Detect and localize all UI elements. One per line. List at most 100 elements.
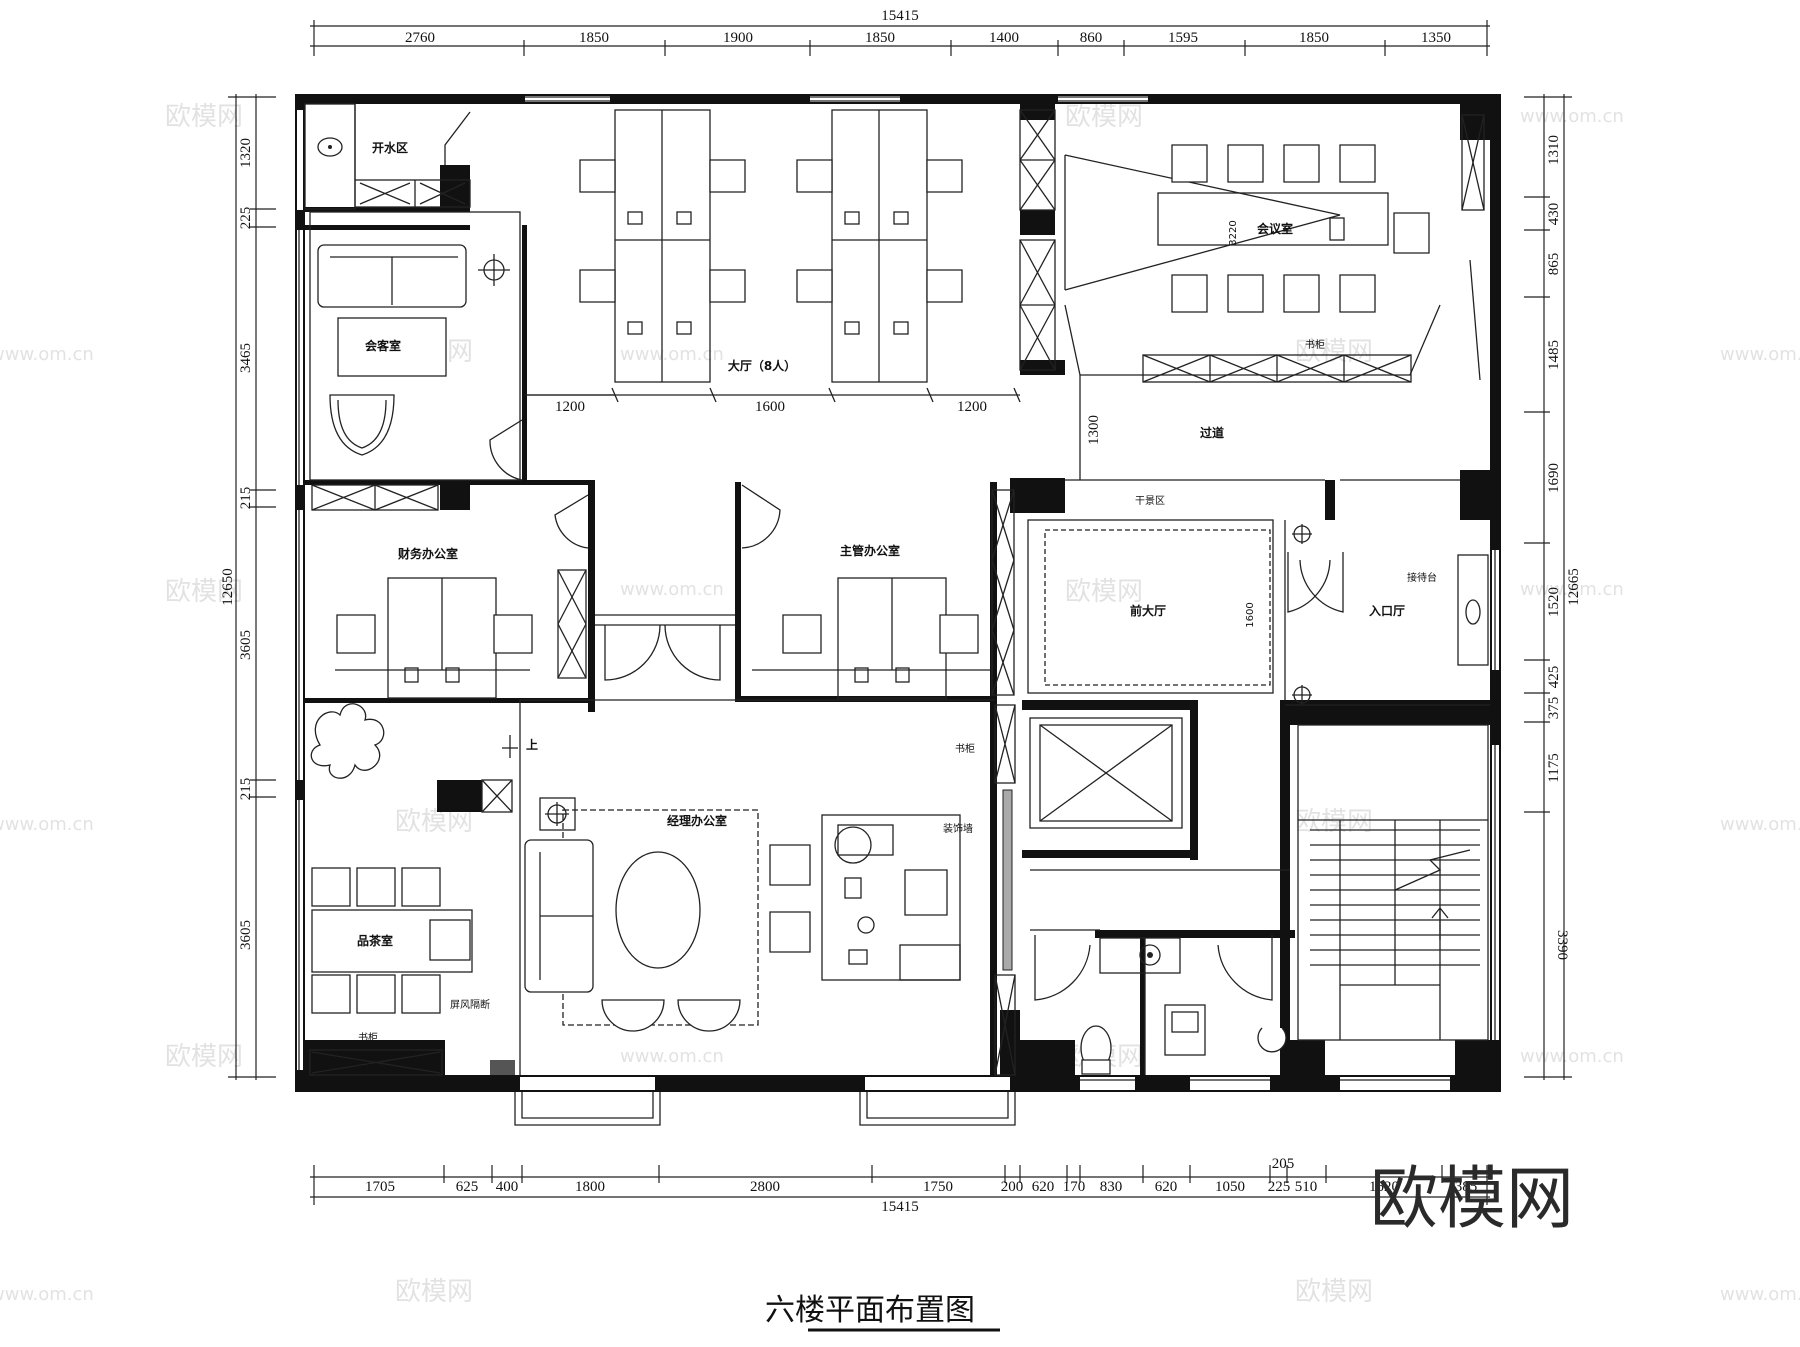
dim-right: 865 bbox=[1546, 253, 1562, 276]
display-cabinet-label: 书柜 bbox=[1305, 338, 1325, 351]
room-label-hall: 大厅（8人） bbox=[728, 358, 796, 373]
dim-hall-mid: 1600 bbox=[755, 399, 785, 415]
watermark-layer: 欧模网 欧模网 欧模网 欧模网 欧模网 欧模网 欧模网 欧模网 欧模网 欧模网 … bbox=[0, 102, 1800, 1307]
dim-bottom: 385 bbox=[1455, 1179, 1478, 1195]
dimension-labels: 15415 2760 1850 1900 1850 1400 860 1595 … bbox=[220, 8, 1582, 1215]
dim-bottom: 1800 bbox=[575, 1179, 605, 1195]
dim-top: 2760 bbox=[405, 30, 435, 46]
goods-cabinet-label: 书柜 bbox=[358, 1031, 378, 1044]
watermark: 欧模网 bbox=[1295, 1277, 1373, 1307]
center-door bbox=[604, 624, 721, 681]
meeting-room: 会议室 3220 书柜 bbox=[1064, 114, 1485, 383]
watermark: 欧模网 bbox=[165, 102, 243, 132]
decor-wall-label: 装饰墙 bbox=[943, 822, 973, 835]
watermark: 欧模网 bbox=[1295, 807, 1373, 837]
dry-scene-label: 干景区 bbox=[1135, 495, 1165, 507]
dim-top-total: 15415 bbox=[881, 8, 919, 24]
dim-right: 1690 bbox=[1546, 463, 1562, 493]
watermark-url: www.om.cn bbox=[0, 1284, 94, 1305]
room-label-corridor: 过道 bbox=[1200, 425, 1224, 440]
dim-bottom: 830 bbox=[1100, 1179, 1123, 1195]
water-area: 开水区 bbox=[304, 103, 471, 210]
dim-corridor: 1300 bbox=[1086, 415, 1102, 445]
dim-top: 1400 bbox=[989, 30, 1019, 46]
room-label-reception: 会客室 bbox=[365, 338, 401, 353]
screen-label: 屏风隔断 bbox=[450, 998, 490, 1011]
dim-bottom: 1705 bbox=[365, 1179, 395, 1195]
supervisor-office: 主管办公室 bbox=[741, 484, 1015, 699]
stairs bbox=[1297, 724, 1489, 1041]
dim-right: 1520 bbox=[1546, 587, 1562, 617]
dim-right-total: 12665 bbox=[1566, 568, 1582, 606]
reception-room: 会客室 bbox=[309, 211, 523, 481]
dim-right: 3390 bbox=[1554, 930, 1570, 960]
dim-left: 215 bbox=[238, 487, 254, 510]
finance-office: 财务办公室 bbox=[311, 484, 589, 699]
cabinet-column bbox=[1019, 109, 1056, 371]
dim-bottom: 620 bbox=[1155, 1179, 1178, 1195]
dim-right: 375 bbox=[1546, 697, 1562, 720]
dim-bottom: 1520 bbox=[1369, 1179, 1399, 1195]
dim-top: 860 bbox=[1080, 30, 1103, 46]
watermark-url: www.om.cn bbox=[1520, 1046, 1624, 1067]
dim-left-total: 12650 bbox=[220, 568, 236, 606]
dim-bottom-total: 15415 bbox=[881, 1199, 919, 1215]
dim-bottom-extra: 205 bbox=[1272, 1156, 1295, 1172]
dim-right: 1310 bbox=[1546, 135, 1562, 165]
bookcase-label: 书柜 bbox=[955, 742, 975, 755]
room-label-front-hall: 前大厅 bbox=[1130, 603, 1166, 618]
watermark-url: www.om.cn bbox=[1520, 106, 1624, 127]
dim-hall-right: 1200 bbox=[957, 399, 987, 415]
dim-left: 1320 bbox=[238, 138, 254, 168]
dim-left: 3465 bbox=[238, 343, 254, 373]
tea-room: 上 品茶室 屏风隔断 书柜 bbox=[309, 703, 538, 1076]
dim-top: 1850 bbox=[579, 30, 609, 46]
dim-bottom: 620 bbox=[1032, 1179, 1055, 1195]
watermark-url: www.om.cn bbox=[1720, 814, 1800, 835]
dim-top: 1850 bbox=[865, 30, 895, 46]
dim-top: 1900 bbox=[723, 30, 753, 46]
dim-right: 1175 bbox=[1546, 753, 1562, 782]
shaft bbox=[1029, 717, 1183, 829]
dim-bottom: 200 bbox=[1001, 1179, 1024, 1195]
dim-meeting-table: 3220 bbox=[1228, 220, 1239, 245]
watermark-url: www.om.cn bbox=[620, 579, 724, 600]
dim-right: 425 bbox=[1546, 666, 1562, 689]
manager-office: 经理办公室 书柜 装饰墙 bbox=[524, 704, 1016, 1076]
room-label-manager: 经理办公室 bbox=[667, 813, 727, 828]
dim-bottom: 1050 bbox=[1215, 1179, 1245, 1195]
watermark: 欧模网 bbox=[165, 577, 243, 607]
drawing-title: 六楼平面布置图 bbox=[765, 1293, 975, 1328]
dim-right: 430 bbox=[1546, 203, 1562, 226]
watermark-url: www.om.cn bbox=[1720, 1284, 1800, 1305]
watermark-url: www.om.cn bbox=[0, 344, 94, 365]
dim-bottom: 510 bbox=[1295, 1179, 1318, 1195]
entrance-hall: 入口厅 接待台 bbox=[1287, 552, 1489, 666]
toilets bbox=[1034, 935, 1287, 1075]
watermark-url: www.om.cn bbox=[620, 1046, 724, 1067]
room-label-supervisor: 主管办公室 bbox=[840, 543, 900, 558]
brand-logo: 欧模网 bbox=[1370, 1160, 1574, 1239]
dim-left: 3605 bbox=[238, 630, 254, 660]
room-label-meeting: 会议室 bbox=[1257, 221, 1293, 236]
watermark: 欧模网 bbox=[1065, 577, 1143, 607]
dim-bottom: 170 bbox=[1063, 1179, 1086, 1195]
dimension-lines bbox=[228, 20, 1572, 1205]
dim-bottom: 1750 bbox=[923, 1179, 953, 1195]
watermark-url: www.om.cn bbox=[0, 814, 94, 835]
front-hall: 前大厅 1600 干景区 bbox=[1027, 495, 1312, 705]
walls bbox=[295, 94, 1501, 1126]
watermark: 欧模网 bbox=[1065, 102, 1143, 132]
watermark-url: www.om.cn bbox=[620, 344, 724, 365]
reception-desk-label: 接待台 bbox=[1407, 571, 1437, 584]
dim-bottom: 625 bbox=[456, 1179, 479, 1195]
dim-bottom: 225 bbox=[1268, 1179, 1291, 1195]
dim-bottom: 400 bbox=[496, 1179, 519, 1195]
room-label-tea: 品茶室 bbox=[357, 933, 393, 948]
room-label-entrance: 入口厅 bbox=[1369, 604, 1405, 618]
hall-workstations: 大厅（8人） 1200 1600 1200 bbox=[527, 109, 1021, 415]
dim-left: 225 bbox=[238, 207, 254, 230]
dim-bottom: 2800 bbox=[750, 1179, 780, 1195]
dim-left: 3605 bbox=[238, 920, 254, 950]
